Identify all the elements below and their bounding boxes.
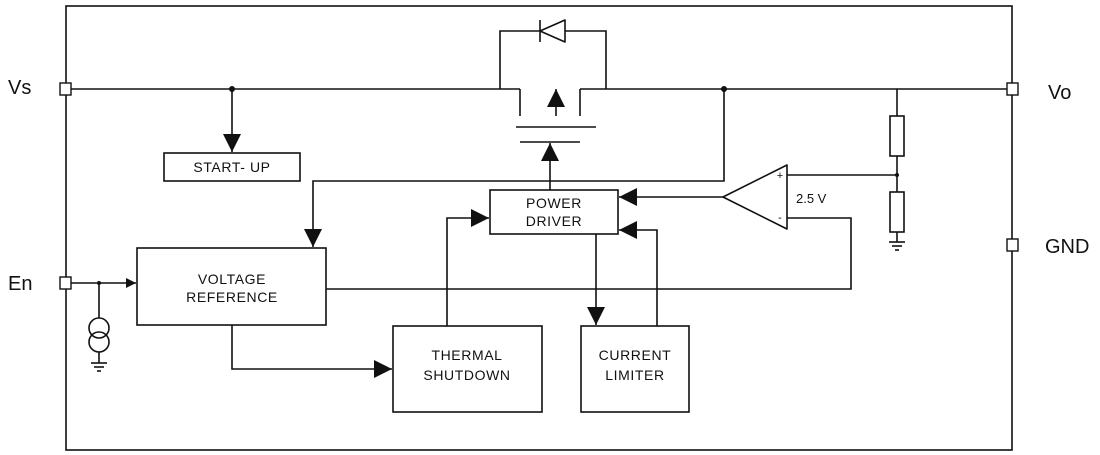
error-amplifier <box>722 164 788 230</box>
current-limiter-label: CURRENT <box>599 347 672 363</box>
power-driver-block <box>489 189 619 235</box>
vs-pin <box>59 82 72 96</box>
thermal-shutdown-label: THERMAL <box>431 347 502 363</box>
voltage-reference-label: VOLTAGE <box>198 271 266 287</box>
reference-to-thermal-wire <box>231 325 392 378</box>
reference-voltage-label: 2.5 V <box>796 191 827 206</box>
current-source-icon <box>88 283 110 372</box>
thermal-shutdown-block <box>392 325 543 413</box>
body-diode <box>499 19 607 89</box>
startup-block <box>163 152 301 182</box>
gnd-pin <box>1006 238 1019 252</box>
reference-to-amp-wire <box>326 217 852 290</box>
power-driver-label: POWER <box>526 195 582 211</box>
chip-outline <box>65 5 1013 451</box>
power-driver-label-2: DRIVER <box>526 213 583 229</box>
gnd-pin-label: GND <box>1045 236 1089 258</box>
output-feedback-wire <box>304 89 725 247</box>
current-limiter-label-2: LIMITER <box>605 367 664 383</box>
resistor-divider <box>889 89 905 251</box>
amp-plus-sign: + <box>777 170 783 182</box>
en-pin-label: En <box>8 273 32 295</box>
amp-minus-sign: - <box>778 212 782 224</box>
vo-pin-label: Vo <box>1048 82 1071 104</box>
en-pin <box>59 276 72 290</box>
thermal-shutdown-label-2: SHUTDOWN <box>423 367 510 383</box>
thermal-to-driver-wire <box>446 209 489 326</box>
limiter-to-driver-wire <box>619 221 658 326</box>
vo-pin <box>1006 82 1019 96</box>
voltage-reference-block <box>136 247 327 326</box>
vs-pin-label: Vs <box>8 77 31 99</box>
current-limiter-block <box>580 325 690 413</box>
pass-transistor <box>516 89 596 190</box>
voltage-reference-label-2: REFERENCE <box>186 289 278 305</box>
startup-label: START- UP <box>193 159 270 175</box>
